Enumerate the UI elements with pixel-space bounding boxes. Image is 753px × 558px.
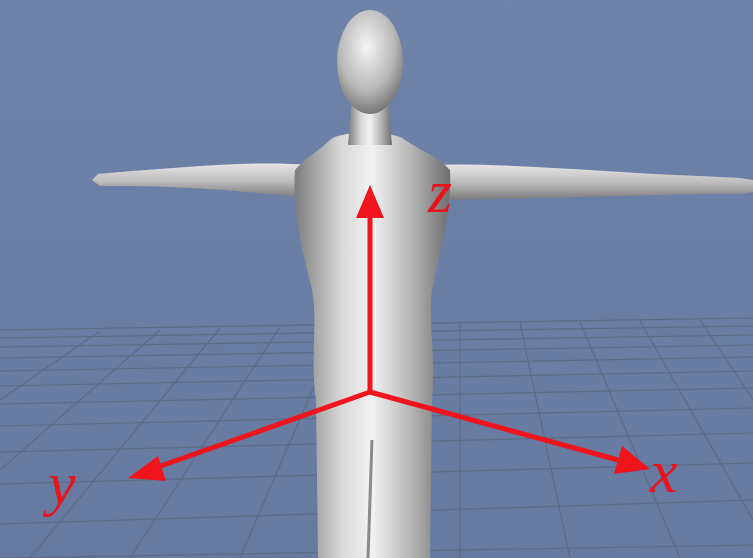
axis-label: y [48, 452, 76, 514]
axis-label: x [650, 440, 678, 502]
axis-label: z [428, 160, 452, 222]
